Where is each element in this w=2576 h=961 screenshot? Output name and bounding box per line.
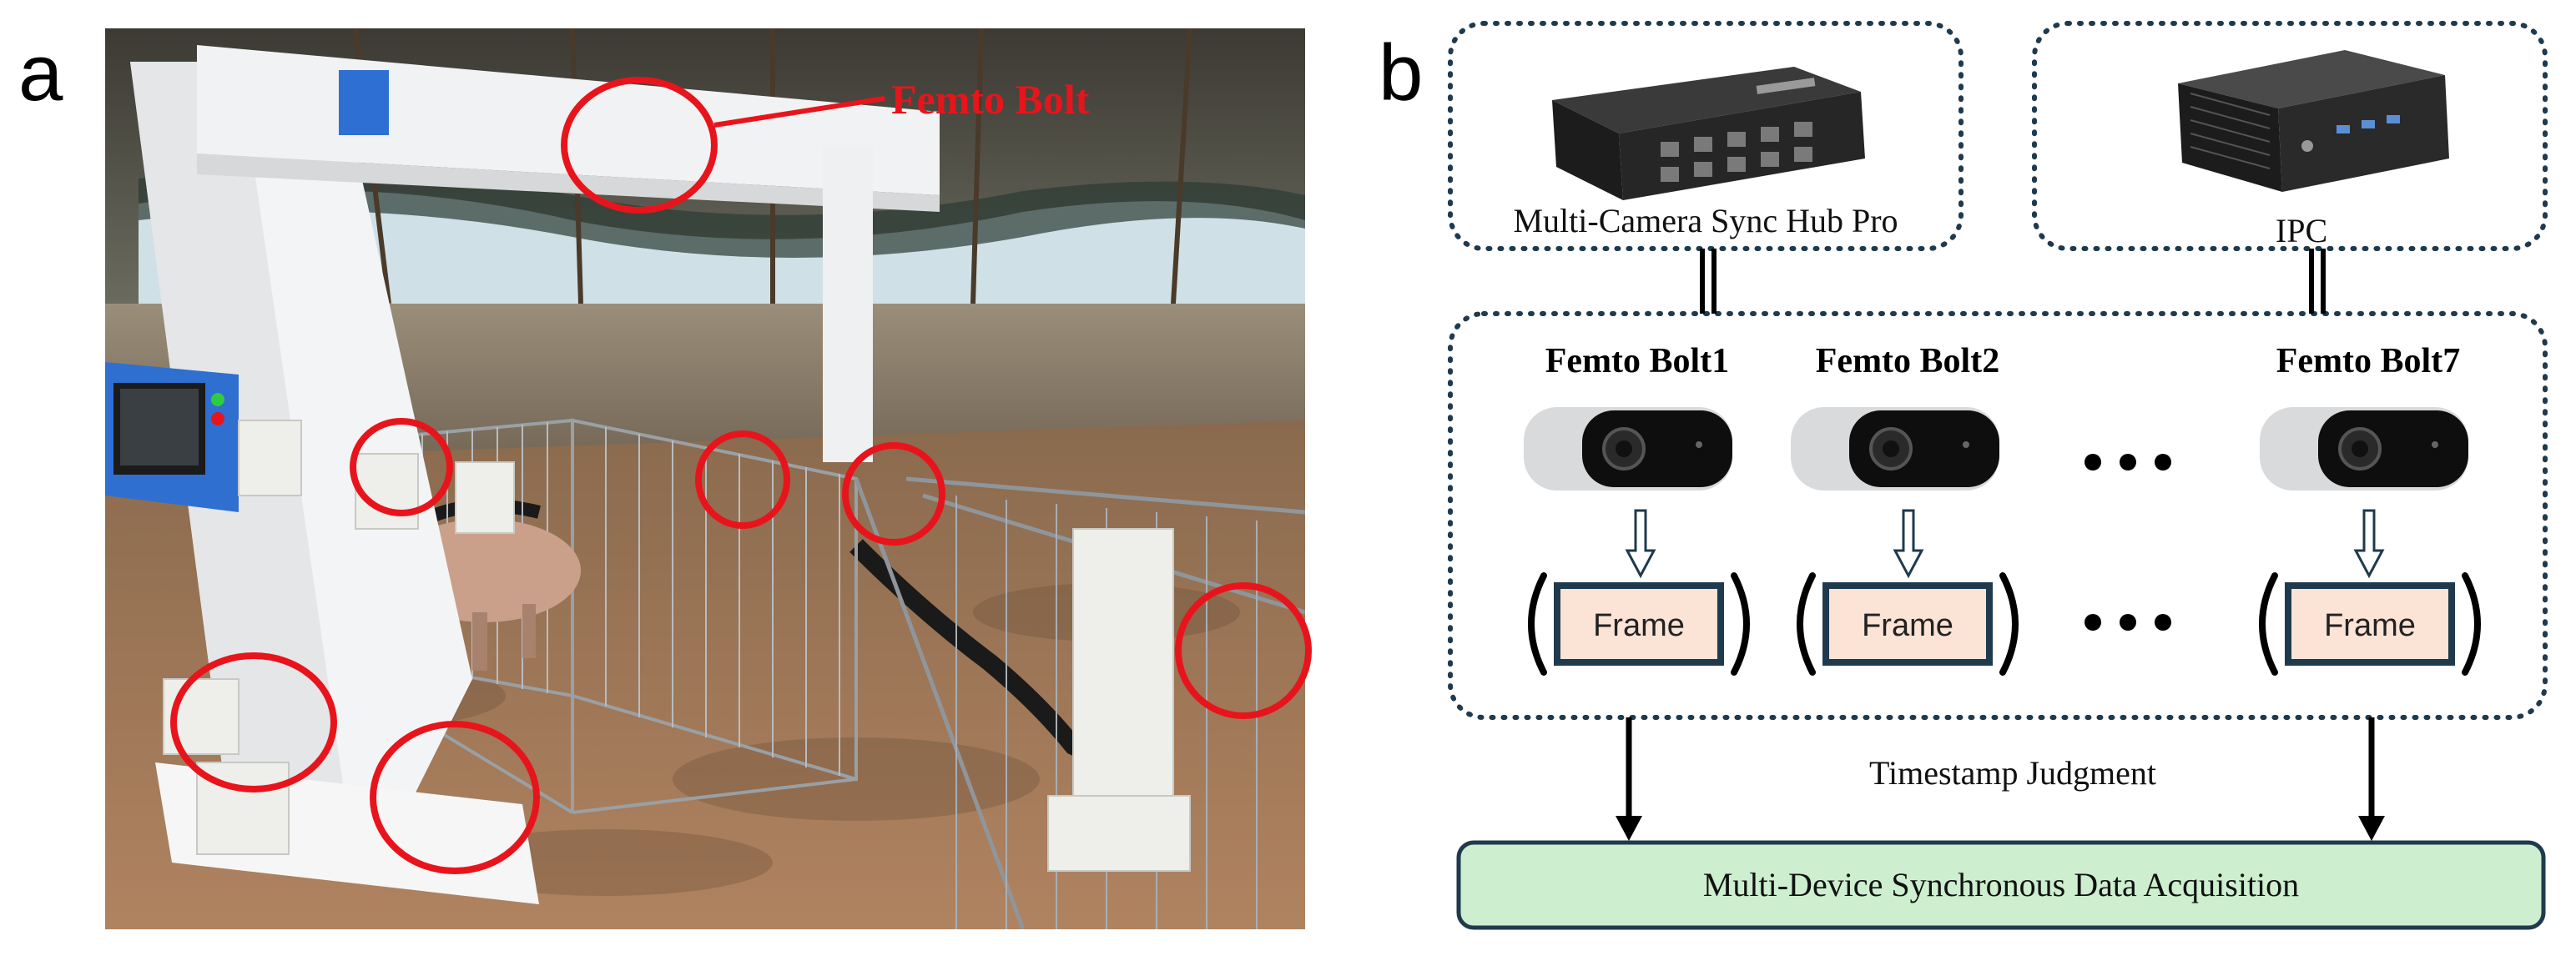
ipc-device-icon bbox=[2178, 50, 2449, 192]
sync-hub-device-icon bbox=[1552, 67, 1865, 200]
frame-label: Frame bbox=[2324, 608, 2416, 643]
femto-bolt-callout-label: Femto Bolt bbox=[891, 76, 1090, 123]
hub-connector bbox=[1700, 249, 1716, 314]
ellipsis-dots-icon bbox=[2084, 454, 2171, 631]
down-arrow-icon bbox=[1625, 509, 1656, 579]
frame-label: Frame bbox=[1862, 608, 1953, 643]
camera-icon bbox=[1791, 407, 1999, 491]
frame-box bbox=[1822, 582, 1993, 666]
frame-box bbox=[1554, 582, 1724, 666]
control-panel bbox=[105, 362, 239, 512]
bracket-right bbox=[1731, 572, 1750, 676]
callout-circle bbox=[842, 442, 945, 546]
scanner-photo bbox=[105, 28, 1305, 929]
callout-leader-line bbox=[713, 96, 885, 128]
camera-group-container bbox=[1448, 311, 2548, 720]
acquisition-box bbox=[1456, 840, 2546, 930]
camera-name-7: Femto Bolt7 bbox=[2276, 342, 2460, 380]
camera-icon bbox=[2260, 407, 2468, 491]
timestamp-label: Timestamp Judgment bbox=[1869, 754, 2156, 792]
callout-circle bbox=[170, 652, 337, 792]
panel-label-a: a bbox=[18, 28, 63, 118]
hub-container bbox=[1448, 21, 1964, 251]
ipc-label: IPC bbox=[2276, 212, 2327, 249]
camera-name-2: Femto Bolt2 bbox=[1816, 342, 1999, 380]
down-arrow-icon bbox=[1893, 509, 1924, 579]
flow-arrows bbox=[1626, 717, 2375, 819]
ipc-container bbox=[2032, 21, 2548, 251]
hub-label: Multi-Camera Sync Hub Pro bbox=[1513, 202, 1898, 239]
frame-label: Frame bbox=[1593, 608, 1685, 643]
bracket-right bbox=[2462, 572, 2481, 676]
down-arrow-icon bbox=[2353, 509, 2385, 579]
frame-box bbox=[2285, 582, 2455, 666]
callout-circle bbox=[1175, 582, 1312, 719]
bracket-left bbox=[1528, 572, 1547, 676]
panel-label-b: b bbox=[1379, 28, 1424, 118]
camera-icon bbox=[1524, 407, 1732, 491]
callout-circle bbox=[561, 77, 718, 214]
ipc-connector bbox=[2309, 249, 2326, 314]
bracket-right bbox=[1999, 572, 2019, 676]
bracket-left bbox=[2259, 572, 2278, 676]
callout-circle bbox=[695, 430, 790, 529]
arrow-head-icon bbox=[2358, 816, 2385, 841]
bracket-left bbox=[1797, 572, 1816, 676]
acquisition-label: Multi-Device Synchronous Data Acquisitio… bbox=[1703, 866, 2299, 903]
camera-callouts bbox=[170, 77, 1312, 874]
camera-name-1: Femto Bolt1 bbox=[1545, 342, 1729, 380]
arrow-head-icon bbox=[1616, 816, 1642, 841]
callout-circle bbox=[370, 721, 540, 874]
callout-circle bbox=[350, 418, 453, 516]
